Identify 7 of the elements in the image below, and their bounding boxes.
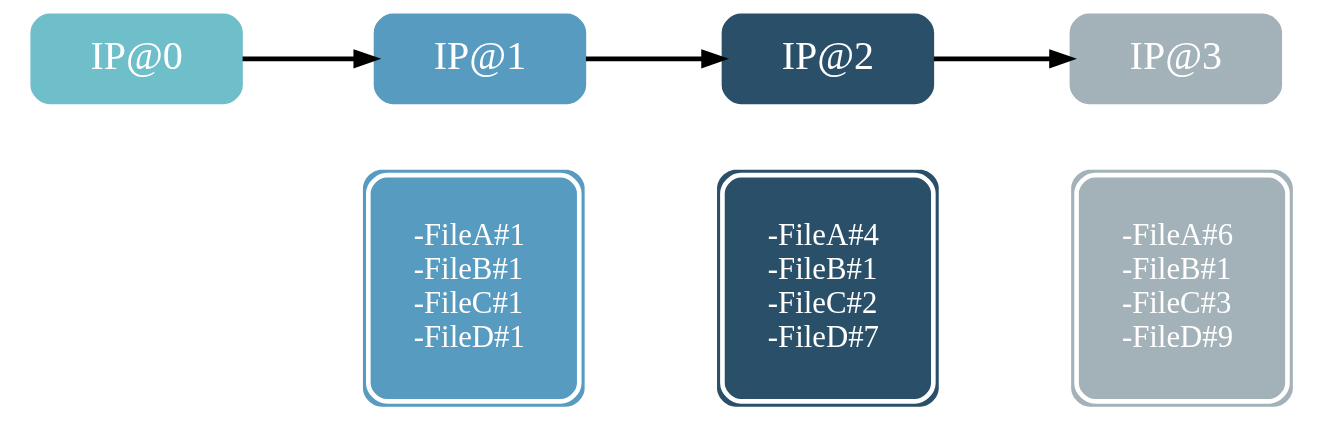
node-box: IP@0 <box>30 13 243 105</box>
arrow <box>585 49 730 69</box>
node-box: IP@1 <box>373 13 587 105</box>
arrow <box>242 49 382 69</box>
arrow <box>933 49 1077 69</box>
node-box: IP@2 <box>721 13 935 105</box>
node-box: IP@3 <box>1069 13 1283 105</box>
